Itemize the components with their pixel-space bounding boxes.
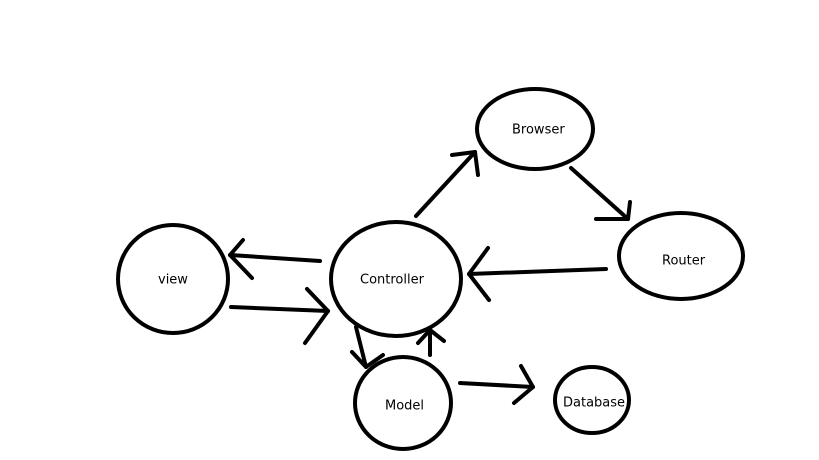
edge-view-to-controller	[229, 287, 330, 345]
node-controller-label: Controller	[360, 273, 425, 288]
node-database-label: Database	[563, 396, 625, 411]
node-view: view	[116, 223, 230, 335]
node-controller-shape	[329, 220, 463, 338]
node-router-label: Router	[662, 254, 706, 269]
node-database: Database	[553, 365, 631, 435]
edge-controller-to-browser	[414, 150, 480, 218]
node-browser: Browser	[475, 87, 595, 171]
node-model-shape	[353, 355, 453, 451]
edge-browser-to-router	[569, 166, 632, 221]
node-browser-label: Browser	[512, 123, 565, 138]
edge-controller-to-model	[350, 325, 385, 369]
node-view-label: view	[158, 273, 188, 288]
edge-model-to-controller	[416, 328, 446, 357]
edge-controller-to-view	[228, 238, 322, 280]
edge-model-to-database	[458, 364, 535, 405]
node-router: Router	[617, 211, 745, 301]
node-model-label: Model	[385, 399, 424, 414]
node-controller: Controller	[329, 220, 463, 338]
nodes: view Controller Browser Router Model Dat…	[116, 87, 745, 451]
edge-router-to-controller	[467, 246, 608, 302]
node-view-shape	[116, 223, 230, 335]
node-model: Model	[353, 355, 453, 451]
node-database-shape	[553, 365, 631, 435]
node-router-shape	[617, 211, 745, 301]
node-browser-shape	[475, 87, 595, 171]
